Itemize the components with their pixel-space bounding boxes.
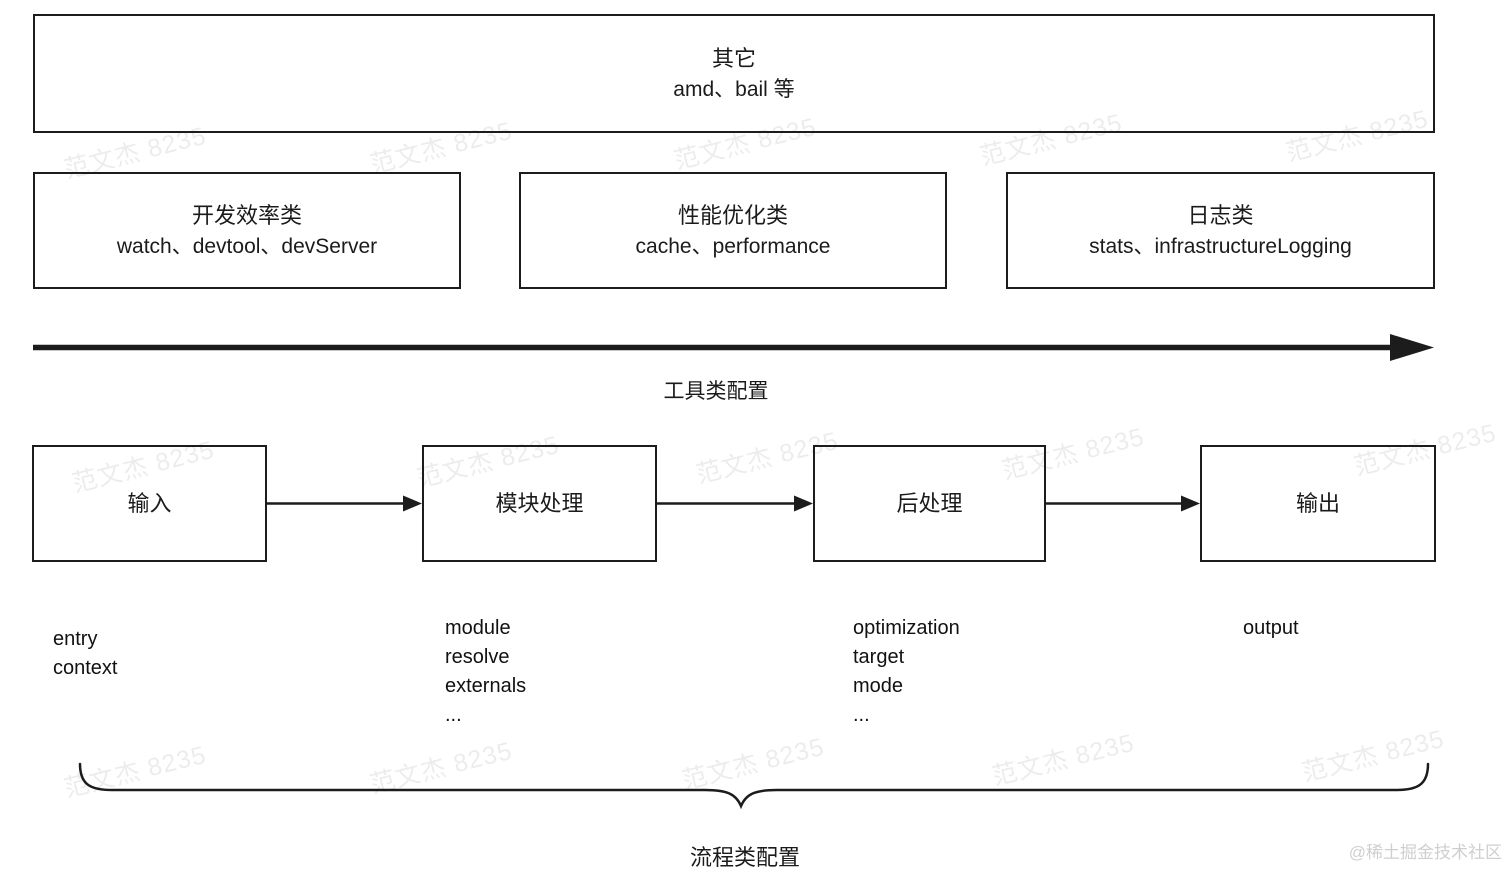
options-list-output: output [1243, 614, 1299, 643]
flow-box-label: 模块处理 [495, 491, 584, 516]
category-items: cache、performance [635, 234, 831, 258]
option-item: output [1243, 617, 1299, 639]
options-list-input: entry context [53, 625, 117, 683]
flow-box-post-processing: 后处理 [813, 445, 1046, 562]
other-config-title: 其它 [711, 45, 756, 71]
process-brace [78, 762, 1430, 810]
category-title: 日志类 [1187, 202, 1254, 228]
other-config-box: 其它 amd、bail 等 [33, 14, 1435, 133]
category-box-dev-efficiency: 开发效率类 watch、devtool、devServer [33, 172, 461, 289]
option-item: target [853, 646, 905, 668]
option-item: context [53, 657, 118, 679]
options-list-post-processing: optimization target mode ... [853, 614, 960, 730]
flow-box-output: 输出 [1200, 445, 1436, 562]
flow-arrow-2 [657, 495, 813, 512]
flow-box-label: 后处理 [896, 491, 963, 516]
option-item: resolve [445, 646, 510, 668]
option-item: ... [853, 704, 870, 726]
option-item: module [445, 617, 511, 639]
juejin-credit: @稀土掘金技术社区 [1348, 843, 1502, 862]
option-item: ... [445, 704, 462, 726]
category-items: stats、infrastructureLogging [1089, 234, 1352, 258]
option-item: mode [853, 675, 904, 697]
category-items: watch、devtool、devServer [116, 234, 378, 258]
category-title: 开发效率类 [191, 202, 302, 228]
other-config-items: amd、bail 等 [673, 77, 795, 101]
option-item: externals [445, 675, 527, 697]
flow-box-module-processing: 模块处理 [422, 445, 657, 562]
option-item: optimization [853, 617, 960, 639]
tool-config-label: 工具类配置 [663, 380, 769, 403]
option-item: entry [53, 628, 98, 650]
tool-axis-arrow [33, 334, 1434, 361]
options-list-module-processing: module resolve externals ... [445, 614, 526, 730]
category-title: 性能优化类 [677, 202, 788, 228]
flow-box-label: 输出 [1295, 491, 1340, 516]
flow-box-label: 输入 [127, 491, 172, 516]
process-config-label: 流程类配置 [689, 845, 800, 870]
category-box-performance: 性能优化类 cache、performance [519, 172, 947, 289]
flow-arrow-3 [1046, 495, 1200, 512]
flow-box-input: 输入 [32, 445, 267, 562]
flow-arrow-1 [267, 495, 422, 512]
category-box-logging: 日志类 stats、infrastructureLogging [1006, 172, 1435, 289]
